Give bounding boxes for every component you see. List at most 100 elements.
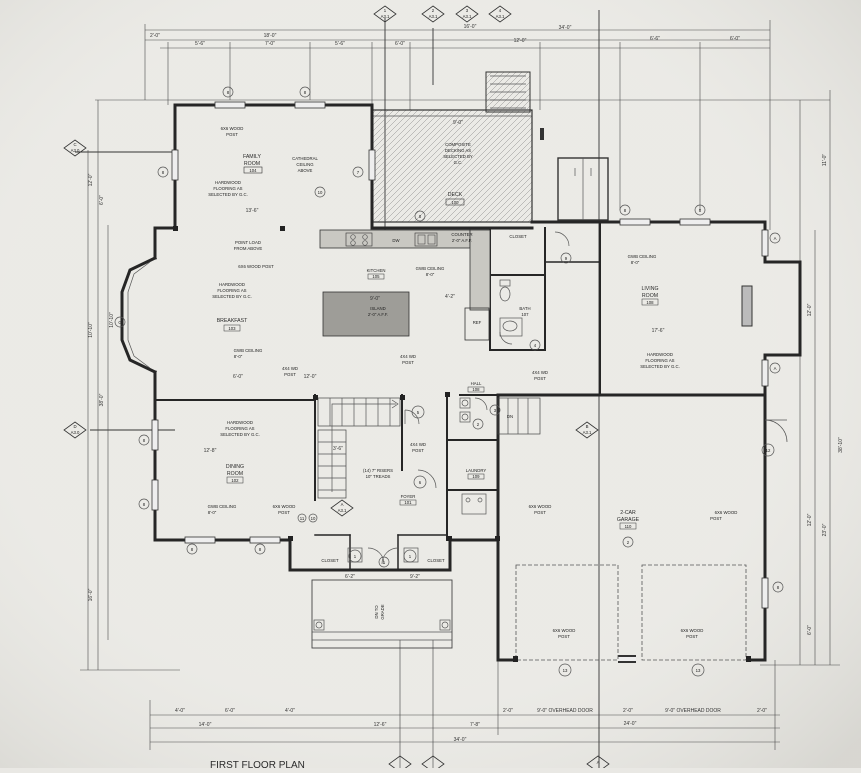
- living-dim: 17'-6": [652, 328, 665, 334]
- dim-bot-g: 2'-0": [757, 708, 767, 714]
- dining-name: DINING: [226, 464, 244, 470]
- overhead-door-2: 9'-0" OVERHEAD DOOR: [665, 708, 721, 714]
- tag-a-2: A: [774, 366, 777, 371]
- kitchen-island: [322, 291, 410, 337]
- foyer-name: FOYER: [401, 494, 416, 499]
- dining-floor-3: SELECTED BY G.C.: [220, 432, 260, 437]
- dining-name-2: ROOM: [227, 471, 243, 477]
- dim-top-d: 5'-6": [335, 41, 345, 47]
- tag-g13-a: 13: [563, 668, 568, 673]
- tag-d2: 2: [477, 422, 480, 427]
- dim-left-e: 10'-10": [109, 312, 115, 328]
- kitchen-dim-2: 4'-2": [445, 294, 455, 300]
- left-dimensions: 12'-0" 10'-10" 16'-0" 6'-0" 38'-0" 10'-1…: [80, 100, 180, 671]
- dim-bot-f: 2'-0": [623, 708, 633, 714]
- kitchen-number: 105: [372, 274, 380, 279]
- porch-dim-2: 9'-2": [410, 574, 420, 580]
- dim-bot-e: 2'-0": [503, 708, 513, 714]
- dim-bot-mid: 12'-6": [374, 722, 387, 728]
- garage-post-6: POST: [558, 634, 570, 639]
- refrigerator: [464, 307, 490, 341]
- kitchen-ceil-2: 8'-0": [426, 272, 435, 277]
- living-floor-1: HARDWOOD: [647, 352, 673, 357]
- counter-note-1: COUNTER: [451, 232, 472, 237]
- kitchen-name: KITCHEN: [367, 268, 386, 273]
- dim-right-b: 12'-0": [807, 303, 813, 316]
- living-number: 108: [646, 300, 654, 305]
- tag-garage-c: 2: [627, 540, 630, 545]
- dim-top-c: 7'-0": [265, 41, 275, 47]
- dining-floor-2: FLOORING AS: [225, 426, 254, 431]
- breakfast-number: 103: [228, 326, 236, 331]
- dining-labels: HARDWOOD FLOORING AS SELECTED BY G.C. 12…: [204, 420, 426, 515]
- dim-left-total: 38'-0": [99, 393, 105, 406]
- dim-bot-right: 24'-0": [624, 721, 637, 727]
- dining-ceil-2: 8'-0": [208, 510, 217, 515]
- family-ceil-1: CATHEDRAL: [292, 156, 318, 161]
- living-ceil-2: 8'-0": [631, 260, 640, 265]
- dim-left-d: 6'-0": [99, 195, 105, 205]
- dim-right-c: 23'-0": [822, 523, 828, 536]
- dim-top-left: 18'-0": [264, 33, 277, 39]
- tag-g: G: [118, 320, 122, 325]
- dining-post-1: 6X6 WOOD: [273, 504, 296, 509]
- dim-left-b: 10'-10": [88, 322, 94, 338]
- counter-note-2: 2'-0" A.F.F.: [452, 238, 472, 243]
- stair-dim: 3'-6": [333, 446, 343, 452]
- dining-ceil-1: GWB CEILING: [208, 504, 237, 509]
- porch-dim-1: 6'-2": [345, 574, 355, 580]
- tag-w8-e: 8: [699, 208, 702, 213]
- breakfast-post-1: 4X4 WD: [282, 366, 298, 371]
- dim-left-a: 12'-0": [88, 173, 94, 186]
- tag-w8-i: 8: [259, 547, 262, 552]
- living-ceil-1: GWB CEILING: [628, 254, 657, 259]
- section-tags: 1 A3.1 2 A3.1 3 A3.1 4 A3.1 C A3.0 D A3.…: [63, 5, 610, 773]
- wood-post-note: 6X6 WOOD POST: [238, 264, 274, 269]
- dim-bot-d: 7'-8": [470, 722, 480, 728]
- ref-label: REF: [473, 320, 482, 325]
- overhead-door-1: 9'-0" OVERHEAD DOOR: [537, 708, 593, 714]
- sec-a-bottom: A: [597, 760, 600, 765]
- stairs: DN: [317, 397, 541, 499]
- sec-3-num: 3: [466, 8, 469, 13]
- living-floor-3: SELECTED BY G.C.: [640, 364, 680, 369]
- point-load-2: FROM ABOVE: [234, 246, 263, 251]
- tag-d10: 10: [318, 190, 323, 195]
- entry-closets: CLOSET CLOSET: [321, 558, 445, 563]
- dim-top-total: 34'-0": [559, 25, 572, 31]
- stair-post-2: POST: [412, 448, 424, 453]
- garage-post-1: 6X6 WOOD: [529, 504, 552, 509]
- kitchen-ceil-1: GWB CEILING: [416, 266, 445, 271]
- living-name: LIVING: [641, 286, 658, 292]
- hall-laundry-foyer-labels: HALL 108 LAUNDRY 109 FOYER 101: [399, 381, 487, 506]
- tag-d11: 11: [300, 516, 305, 521]
- dn-to-grade-2: GRADE: [380, 604, 385, 619]
- tag-d6: 6: [419, 480, 422, 485]
- stair-dn-label: DN: [507, 414, 513, 419]
- tag-w8-c: 8: [162, 170, 165, 175]
- deck-note-3: SELECTED BY: [443, 154, 473, 159]
- hall-post-2: POST: [534, 376, 546, 381]
- laundry-name: LAUNDRY: [466, 468, 487, 473]
- breakfast-name: BREAKFAST: [217, 318, 248, 324]
- living-floor-2: FLOORING AS: [645, 358, 674, 363]
- living-labels: GWB CEILING 8'-0" LIVING ROOM 108 17'-6"…: [628, 254, 680, 369]
- dining-number: 102: [231, 478, 239, 483]
- sec-a-num: A: [341, 502, 344, 507]
- bath-name: BATH: [519, 306, 530, 311]
- family-dim: 13'-6": [246, 208, 259, 214]
- sec-4-num: 4: [499, 8, 502, 13]
- tag-w8-f: 8: [143, 438, 146, 443]
- kitchen-labels: KITCHEN 105 GWB CEILING 8'-0" COUNTER 2'…: [367, 232, 473, 317]
- dining-floor-1: HARDWOOD: [227, 420, 253, 425]
- stair-note-2: 10" TREADS: [366, 474, 391, 479]
- deck-number: 100: [451, 200, 459, 205]
- tag-g13-b: 13: [696, 668, 701, 673]
- closet-name: CLOSET: [509, 234, 527, 239]
- tag-d10-b: 10: [311, 516, 316, 521]
- dim-top-right: 16'-0": [464, 24, 477, 30]
- hall-post-1: 4X4 WD: [532, 370, 548, 375]
- kitchen-post-1: 4X4 WD: [400, 354, 416, 359]
- dim-top-h: 6'-0": [730, 36, 740, 42]
- tag-c4: 4: [534, 343, 537, 348]
